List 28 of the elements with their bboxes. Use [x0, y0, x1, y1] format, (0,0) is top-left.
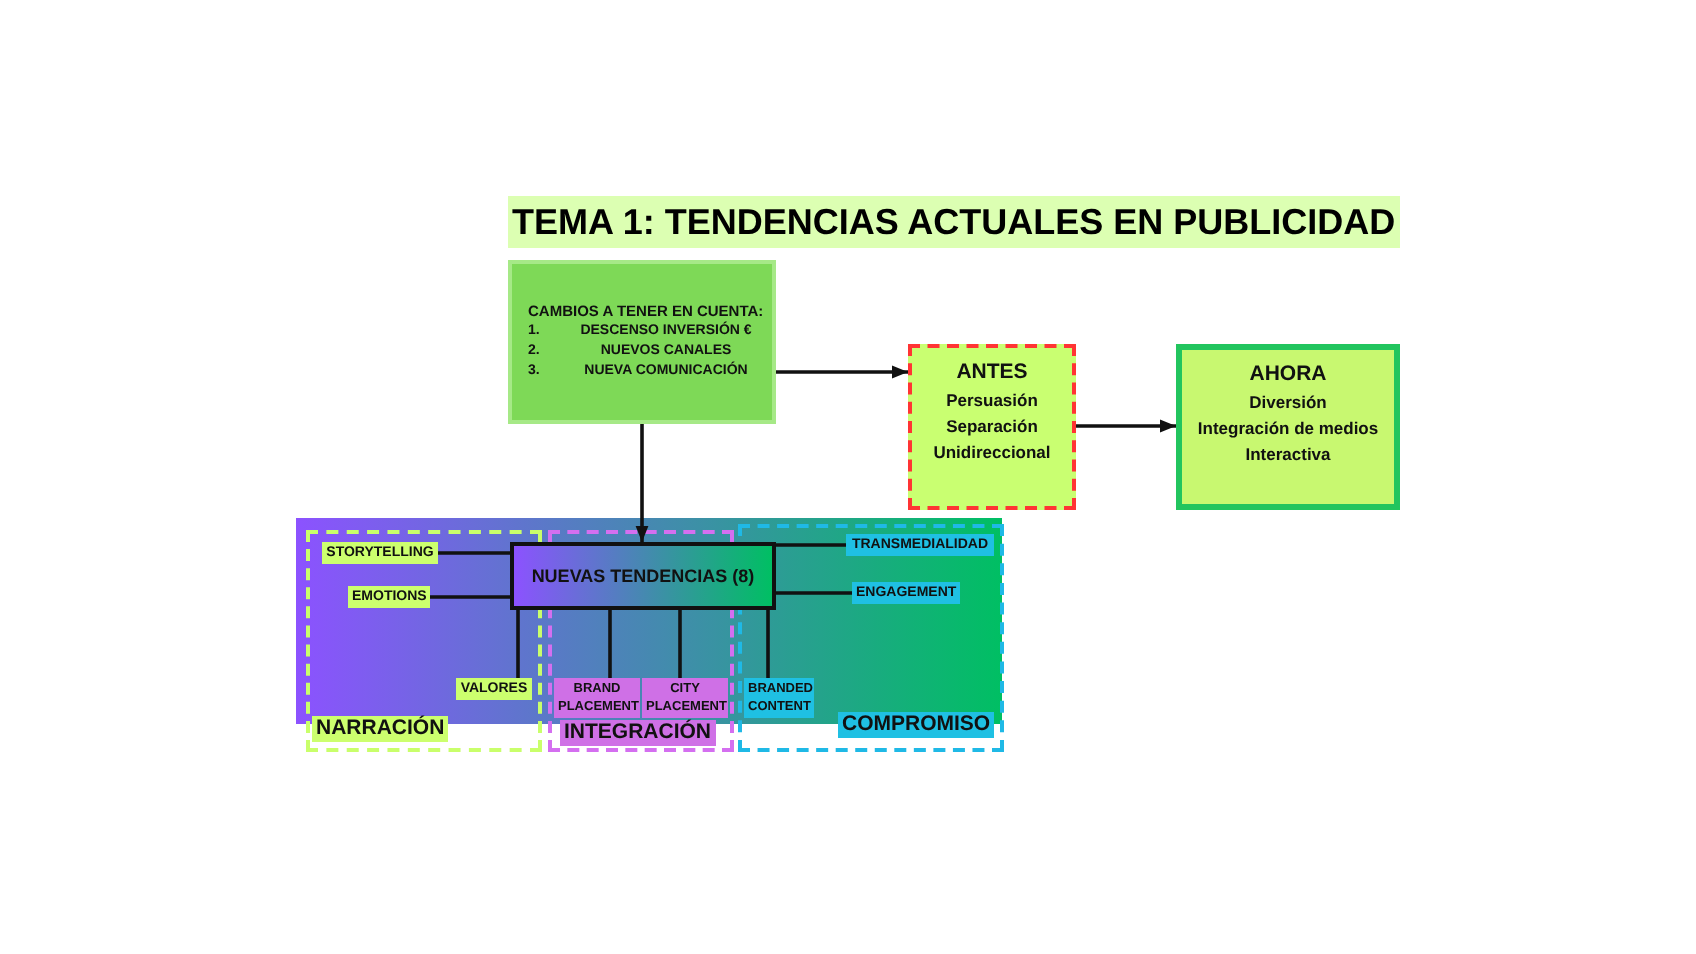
box-item: Unidireccional	[933, 440, 1051, 466]
group-label: NARRACIÓN	[312, 716, 449, 742]
connector-line	[608, 610, 612, 678]
connector-line	[430, 595, 510, 599]
info-box	[508, 260, 776, 424]
info-box	[1176, 344, 1400, 510]
box-item: Persuasión	[946, 388, 1038, 414]
connector-line	[766, 610, 770, 678]
diagram-title: TEMA 1: TENDENCIAS ACTUALES EN PUBLICIDAD	[508, 196, 1400, 248]
connector-line	[776, 591, 852, 595]
box-label: NUEVAS TENDENCIAS (8)	[531, 566, 755, 586]
group-label: INTEGRACIÓN	[560, 720, 715, 746]
box-item: Interactiva	[1245, 442, 1331, 468]
arrow	[1076, 419, 1176, 433]
arrow	[635, 424, 649, 542]
process-box	[510, 542, 776, 610]
connector-line	[516, 610, 520, 678]
connector-line	[678, 610, 682, 678]
group-label: COMPROMISO	[838, 712, 995, 738]
arrow	[776, 365, 908, 379]
connector-line	[776, 543, 846, 547]
connector-line	[438, 551, 510, 555]
box-item: Diversión	[1249, 390, 1327, 416]
box-heading: AHORA	[1249, 360, 1327, 388]
box-item: Integración de medios	[1197, 416, 1379, 442]
box-item: Separación	[946, 414, 1038, 440]
info-box	[908, 344, 1076, 510]
box-heading: ANTES	[956, 358, 1028, 386]
